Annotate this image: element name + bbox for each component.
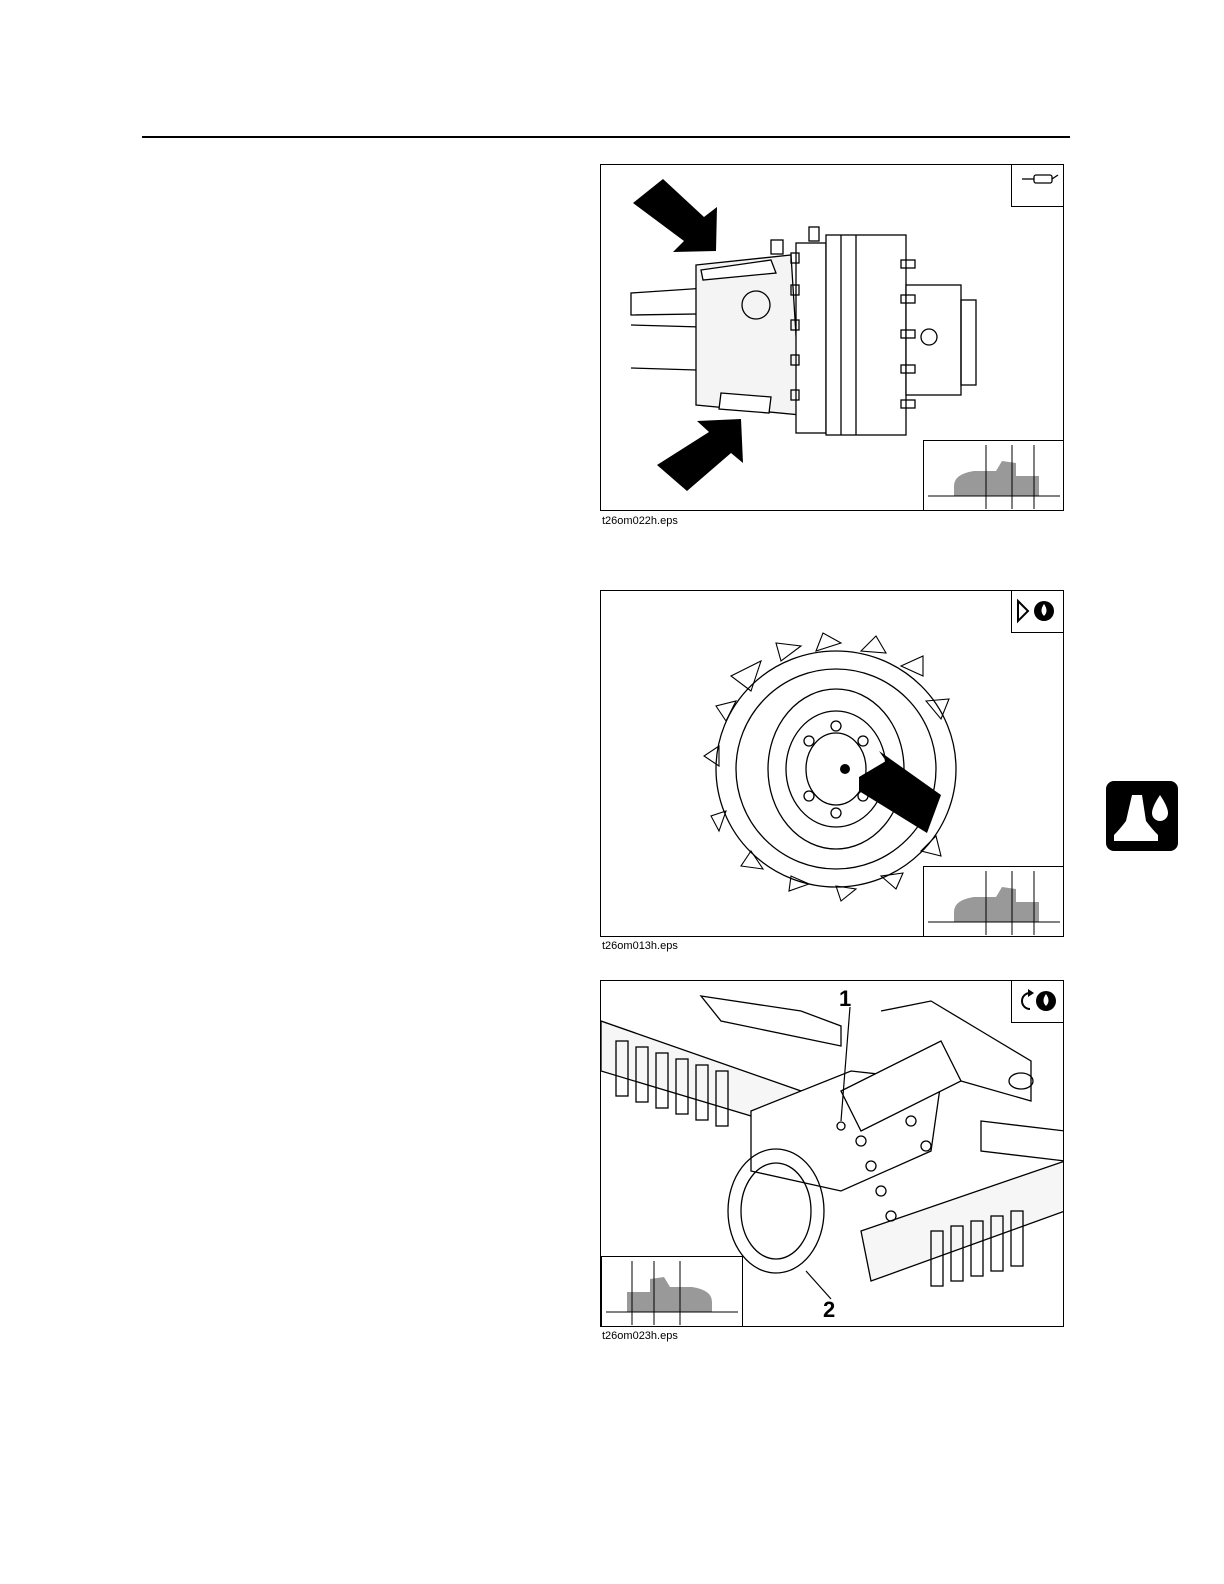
figure-caption: t26om023h.eps [602, 1330, 678, 1342]
header-rule [142, 136, 1070, 138]
machine-location-diagram [923, 440, 1064, 511]
arrow-upper [633, 179, 717, 252]
check-oil-level-icon [1011, 591, 1063, 633]
figure-axle-pivot-grease-points [600, 164, 1064, 511]
callout-1: 1 [839, 986, 851, 1012]
figure-axle-differential-oil-change: 1 2 [600, 980, 1064, 1327]
machine-location-diagram [601, 1256, 743, 1327]
callout-2: 2 [823, 1297, 835, 1323]
lubrication-section-icon [1106, 781, 1178, 851]
figure-caption: t26om013h.eps [602, 940, 678, 952]
figure-wheel-hub-oil-level [600, 590, 1064, 937]
change-oil-icon [1011, 981, 1063, 1023]
grease-gun-icon [1011, 165, 1063, 207]
machine-location-diagram [923, 866, 1064, 937]
figure-caption: t26om022h.eps [602, 515, 678, 527]
